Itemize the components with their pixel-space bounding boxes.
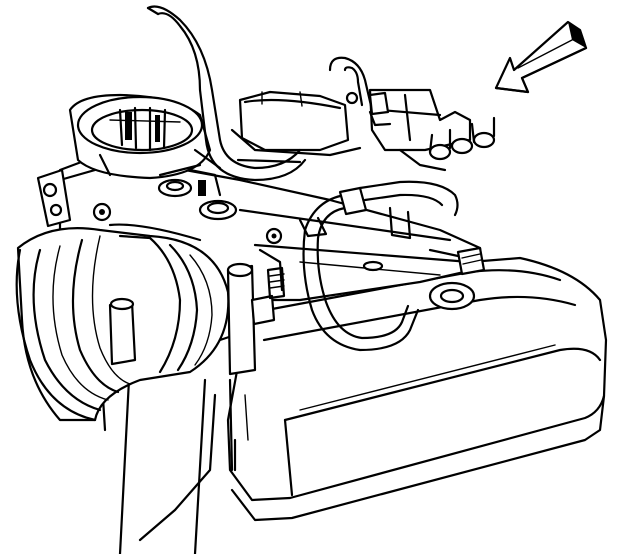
- vacuum-hose: [146, 5, 459, 352]
- sensor-connector: [328, 56, 496, 161]
- side-connector: [428, 246, 486, 276]
- throttle-body: [68, 93, 222, 180]
- throttle-bracket: [226, 227, 286, 376]
- mounting-bracket: [36, 153, 102, 228]
- sensor-module: [230, 90, 362, 164]
- hose-fittings: [157, 163, 238, 221]
- valve-cover: [226, 256, 608, 522]
- air-intake-duct: [15, 202, 230, 422]
- connector-pins: [428, 116, 496, 161]
- direction-arrow: [494, 20, 588, 94]
